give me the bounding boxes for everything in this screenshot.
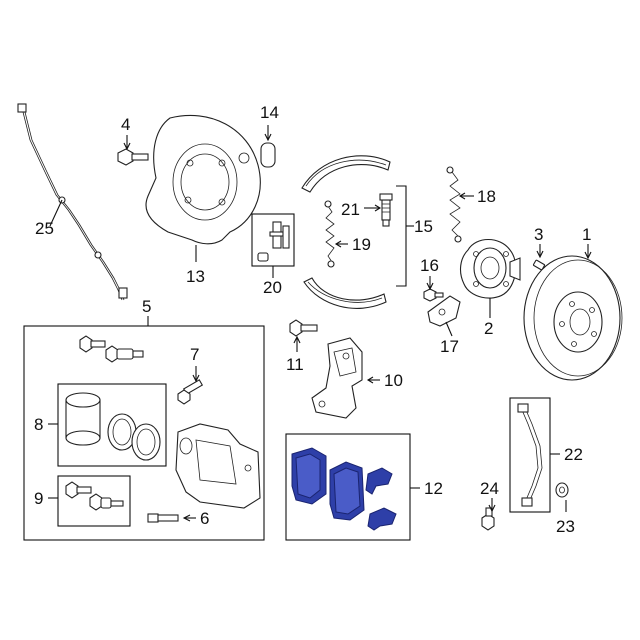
- adjuster-21[interactable]: [379, 193, 393, 227]
- caliper-housing[interactable]: [175, 423, 261, 509]
- callout-13: 13: [186, 267, 205, 286]
- plug-14[interactable]: [260, 142, 276, 168]
- dust-shield[interactable]: [145, 114, 261, 245]
- callout-17: 17: [440, 337, 459, 356]
- caliper-piston[interactable]: [65, 392, 101, 446]
- callout-12: 12: [424, 479, 443, 498]
- pad-clip-lower[interactable]: [367, 507, 397, 531]
- caliper-bracket[interactable]: [311, 337, 363, 419]
- callout-23: 23: [556, 517, 575, 536]
- pad-clip-upper[interactable]: [365, 467, 393, 495]
- bolt-11[interactable]: [289, 319, 318, 337]
- piston-seal-box: [57, 383, 167, 467]
- brake-hose-box: [509, 397, 551, 513]
- hardware-kit-20[interactable]: [257, 221, 290, 262]
- bolt-4[interactable]: [117, 148, 149, 166]
- spring-19[interactable]: [324, 200, 335, 268]
- wear-sensor-cable[interactable]: [17, 103, 128, 301]
- caliper-bolt-box: [57, 475, 131, 527]
- callout-6: 6: [200, 509, 209, 528]
- callout-7: 7: [190, 345, 199, 364]
- caliper-bolt[interactable]: [79, 335, 106, 353]
- brake-pad-outer[interactable]: [329, 461, 365, 521]
- callout-15: 15: [414, 217, 433, 236]
- guide-pin[interactable]: [105, 345, 144, 363]
- bleeder-screw-7[interactable]: [177, 379, 204, 405]
- spring-18[interactable]: [446, 166, 462, 243]
- callout-14: 14: [260, 103, 279, 122]
- callout-10: 10: [384, 371, 403, 390]
- callout-24: 24: [480, 479, 499, 498]
- callout-4: 4: [121, 115, 130, 134]
- dust-boot[interactable]: [131, 423, 161, 461]
- callout-25: 25: [35, 219, 54, 238]
- parking-brake-shoe-lower[interactable]: [303, 277, 387, 309]
- callout-20: 20: [263, 278, 282, 297]
- brake-hose[interactable]: [517, 403, 543, 507]
- hub-bearing[interactable]: [459, 238, 521, 299]
- caliper-assembly-box: [23, 325, 265, 541]
- bolt-16[interactable]: [423, 288, 444, 302]
- callout-5: 5: [142, 297, 151, 316]
- callout-1: 1: [582, 225, 591, 244]
- brake-pad-box: [285, 433, 411, 541]
- callout-21: 21: [341, 200, 360, 219]
- bracket-17[interactable]: [427, 295, 461, 327]
- brake-pad-inner[interactable]: [291, 447, 327, 505]
- callout-19: 19: [352, 235, 371, 254]
- bleeder-6[interactable]: [147, 513, 179, 523]
- callout-3: 3: [534, 225, 543, 244]
- washer-23[interactable]: [555, 482, 569, 498]
- bolt-24[interactable]: [481, 507, 495, 531]
- brake-rotor[interactable]: [523, 255, 623, 381]
- caliper-bolt-9b[interactable]: [89, 493, 124, 511]
- callout-22: 22: [564, 445, 583, 464]
- callout-16: 16: [420, 256, 439, 275]
- callout-8: 8: [34, 415, 43, 434]
- callout-9: 9: [34, 489, 43, 508]
- callout-18: 18: [477, 187, 496, 206]
- caliper-bolt-9a[interactable]: [65, 481, 92, 499]
- callout-11: 11: [286, 355, 304, 374]
- parking-brake-shoe-upper[interactable]: [301, 155, 391, 193]
- callout-2: 2: [484, 319, 493, 338]
